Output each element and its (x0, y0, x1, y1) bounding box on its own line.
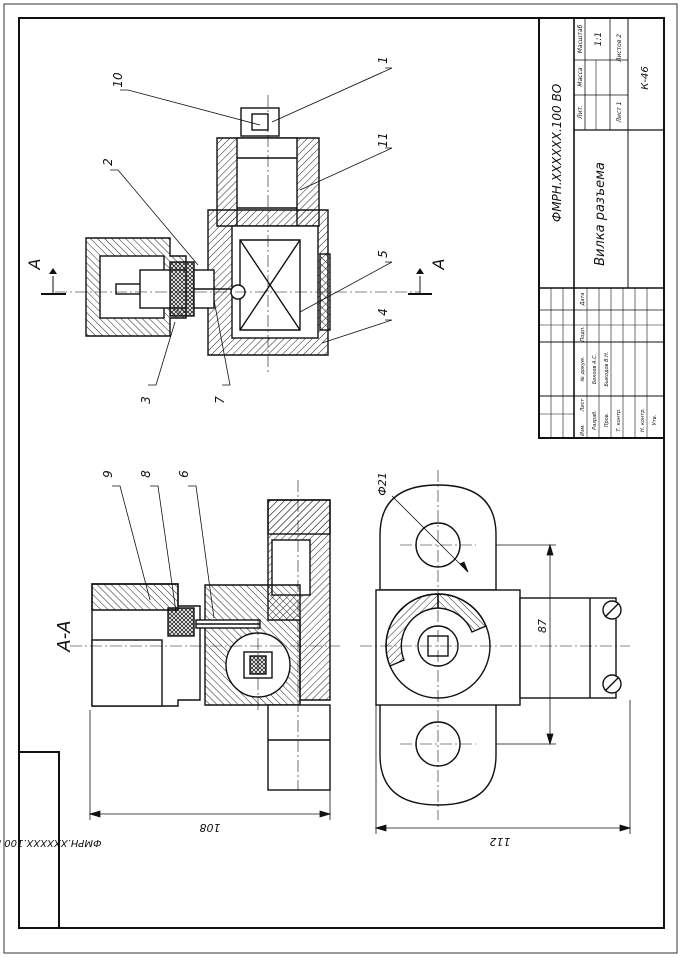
side-stamp-code: ФМРН.XXXXXX.100 ВО (0, 837, 102, 848)
dimension-112 (374, 700, 632, 834)
sheets-label: Листов 2 (616, 34, 623, 63)
group-label: К-46 (640, 66, 651, 89)
section-title: А-А (54, 620, 75, 652)
dim-dia21-label: Ф21 (376, 472, 389, 495)
callout-8: 8 (139, 470, 153, 478)
hdr-izm: Изм. (580, 424, 586, 436)
callout-3: 3 (139, 396, 153, 404)
mass-header: Масса (577, 67, 584, 86)
dim-87-label: 87 (536, 619, 549, 633)
section-label-left: А (25, 259, 44, 271)
dimension-dia21 (391, 495, 469, 573)
section-marker-right: А (408, 259, 448, 295)
callout-leaders-aa (112, 485, 215, 619)
side-stamp: ФМРН.XXXXXX.100 ВО (0, 751, 102, 929)
hdr-docnum: № докум. (580, 357, 586, 383)
callout-10: 10 (111, 72, 125, 88)
dimension-87 (496, 543, 556, 746)
doc-title: Вилка разъема (593, 162, 608, 266)
role-tkontr: Т. контр. (616, 408, 622, 431)
callout-6: 6 (177, 470, 191, 478)
sheet-label: Лист 1 (616, 102, 623, 124)
name-developer: Бекоев А.С. (592, 354, 598, 384)
title-block: ФМРН.XXXXXX.100 ВО Вилка разъема Лит. Ма… (538, 17, 665, 439)
callout-7: 7 (213, 396, 227, 404)
hdr-date: Дата (580, 293, 586, 307)
centerlines-plan (360, 470, 630, 820)
role-razrab: Разраб. (592, 410, 598, 430)
callout-11: 11 (376, 132, 390, 147)
scale-header: Масштаб (577, 24, 584, 53)
hdr-sign: Подп. (580, 326, 586, 341)
doc-code: ФМРН.XXXXXX.100 ВО (550, 84, 564, 222)
callout-4: 4 (376, 308, 390, 316)
hdr-list: Лист (580, 398, 586, 413)
callout-leaders-top (110, 67, 393, 386)
callout-9: 9 (101, 470, 115, 478)
section-marker-left: А (25, 259, 66, 295)
name-checker: Быкодов В.Н. (604, 352, 610, 387)
plan-view (375, 484, 622, 806)
dim-112-label: 112 (490, 835, 511, 848)
drawing-frame (18, 17, 665, 929)
role-nkontr: Н. контр. (640, 408, 646, 432)
scale-value: 1:1 (594, 32, 604, 46)
callout-2: 2 (101, 158, 115, 166)
centerlines-aa (70, 480, 340, 790)
callout-5: 5 (376, 250, 390, 258)
outer-frame (3, 3, 678, 954)
dimension-108 (88, 710, 332, 820)
role-utv: Утв. (652, 415, 658, 426)
role-prov: Пров. (604, 413, 610, 428)
dim-108-label: 108 (200, 821, 221, 834)
section-label-right: А (429, 259, 448, 271)
section-aa-view (91, 499, 331, 791)
assembly-section-view (85, 107, 331, 356)
centerlines-top (55, 95, 420, 375)
lit-header: Лит. (577, 105, 584, 120)
callout-1: 1 (376, 56, 390, 64)
